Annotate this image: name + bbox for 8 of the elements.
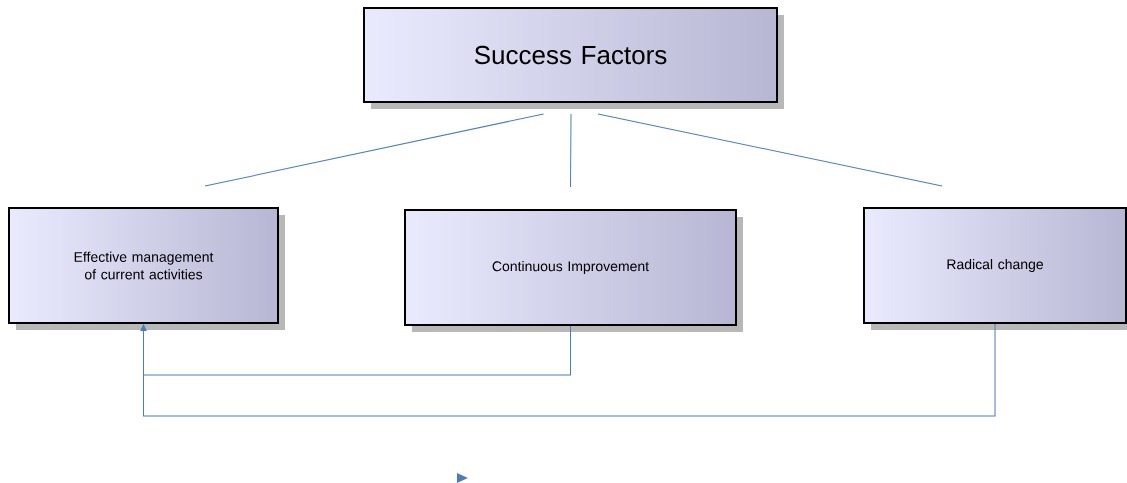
process-box: Continuous Improvement [404, 209, 737, 326]
connector [204, 113, 544, 187]
process-box: Radical change [863, 207, 1127, 324]
connector [570, 113, 572, 188]
connector [140, 323, 996, 417]
process-box: Effective management of current activities [8, 207, 279, 324]
process-box: Success Factors [363, 7, 778, 103]
connector [597, 113, 943, 187]
